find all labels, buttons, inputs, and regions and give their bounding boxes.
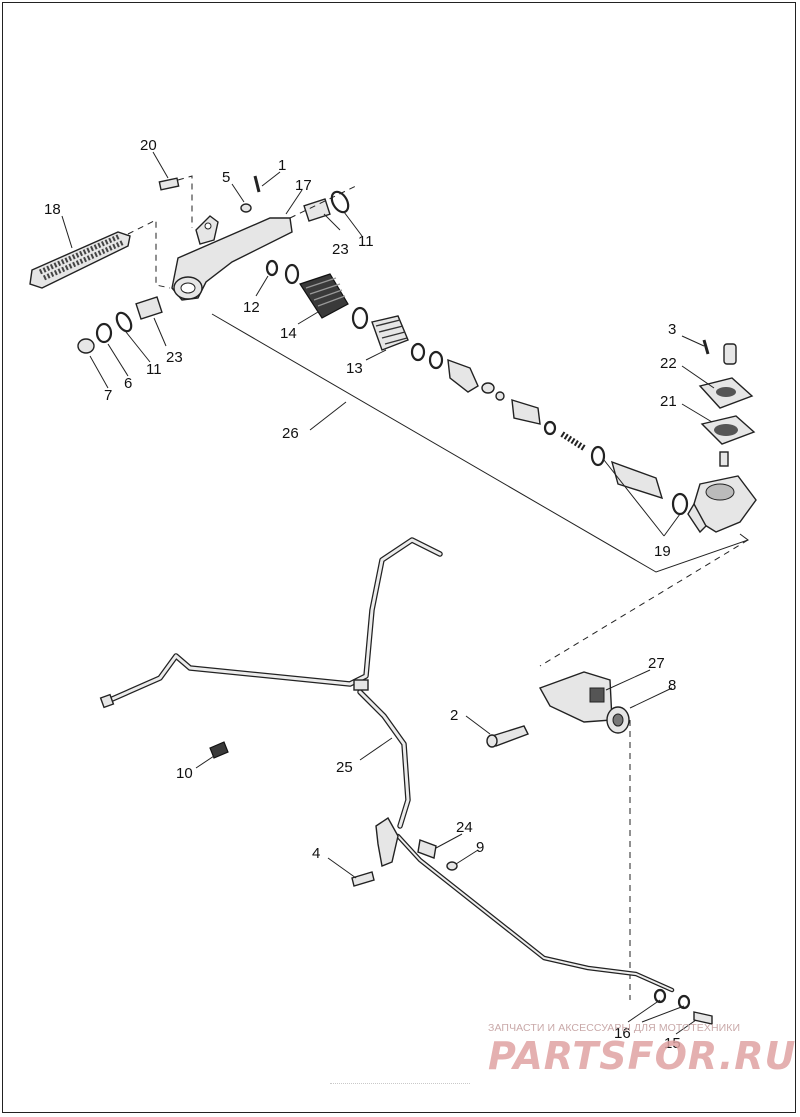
part-master-cylinder (687, 475, 757, 534)
callout-21: 21 (660, 393, 677, 410)
part-11-oring-lower (115, 311, 133, 333)
leader-26-bracket (211, 313, 750, 573)
callout-11-upper: 11 (358, 233, 374, 250)
callout-2: 2 (450, 707, 458, 724)
callout-8: 8 (668, 677, 676, 694)
leader-lines (61, 151, 715, 1035)
part-10-clamp (209, 741, 229, 759)
part-21-diaphragm (700, 415, 756, 467)
callout-23-lower: 23 (166, 349, 183, 366)
callout-24: 24 (456, 819, 473, 836)
callout-25: 25 (336, 759, 353, 776)
callout-1: 1 (278, 157, 286, 174)
watermark-brand: PARTSFOR.RU (488, 1034, 797, 1078)
callout-26: 26 (282, 425, 299, 442)
part-13-clip-b (428, 350, 444, 370)
part-3-screw (702, 339, 737, 365)
watermark-caption: ЗАПЧАСТИ И АКСЕССУАРЫ ДЛЯ МОТОТЕХНИКИ (488, 1022, 741, 1034)
part-13-ring (351, 306, 369, 330)
callout-13: 13 (346, 360, 363, 377)
callout-14: 14 (280, 325, 297, 342)
callout-20: 20 (140, 137, 157, 154)
part-24-switch (417, 839, 437, 859)
callout-16: 16 (614, 1025, 631, 1042)
part-25-brake-lines (99, 537, 675, 993)
part-14-ring (284, 263, 300, 285)
part-9-fitting (446, 861, 458, 871)
part-18-footpeg (29, 231, 131, 289)
callout-15: 15 (664, 1035, 681, 1052)
callout-9: 9 (476, 839, 484, 856)
part-1-pin (253, 175, 261, 193)
part-14-boot (299, 273, 349, 319)
part-4-screw (351, 871, 375, 887)
callout-12: 12 (243, 299, 260, 316)
part-7-nut (77, 338, 95, 354)
callout-11-lower: 11 (146, 361, 162, 378)
part-22-cover (698, 377, 754, 409)
part-26-pushrod-kit (447, 358, 689, 516)
part-11-oring-upper (330, 190, 350, 214)
footer-faint-rule (330, 1083, 470, 1090)
part-8-nut (606, 706, 630, 734)
callout-3: 3 (668, 321, 676, 338)
part-2-bolt (486, 725, 529, 748)
callout-7: 7 (104, 387, 112, 404)
callout-5: 5 (222, 169, 230, 186)
callout-23-upper: 23 (332, 241, 349, 258)
part-27-bracket (538, 671, 613, 723)
part-20-bolt (158, 175, 193, 228)
part-23-bushing-upper (303, 198, 331, 222)
part-13-spring (371, 315, 409, 351)
callout-19: 19 (654, 543, 671, 560)
callout-18: 18 (44, 201, 61, 218)
callout-17: 17 (295, 177, 312, 194)
callout-4: 4 (312, 845, 320, 862)
part-15-banjo-bolt (693, 1011, 713, 1025)
part-16-washers (653, 988, 691, 1010)
callout-27: 27 (648, 655, 665, 672)
part-17-brake-pedal (171, 215, 293, 301)
part-12-clip (265, 259, 279, 277)
callout-10: 10 (176, 765, 193, 782)
callout-6: 6 (124, 375, 132, 392)
dashed-guide-pivot (289, 185, 357, 219)
dashed-guide-footpeg (127, 219, 171, 289)
part-6-washer (95, 322, 113, 344)
part-23-bushing-lower (135, 296, 163, 320)
callout-22: 22 (660, 355, 677, 372)
part-13-clip-a (410, 342, 426, 362)
part-5-washer (240, 203, 252, 213)
dashed-guide-mc-to-bracket (539, 539, 749, 667)
part-brake-line-bracket (375, 816, 399, 867)
